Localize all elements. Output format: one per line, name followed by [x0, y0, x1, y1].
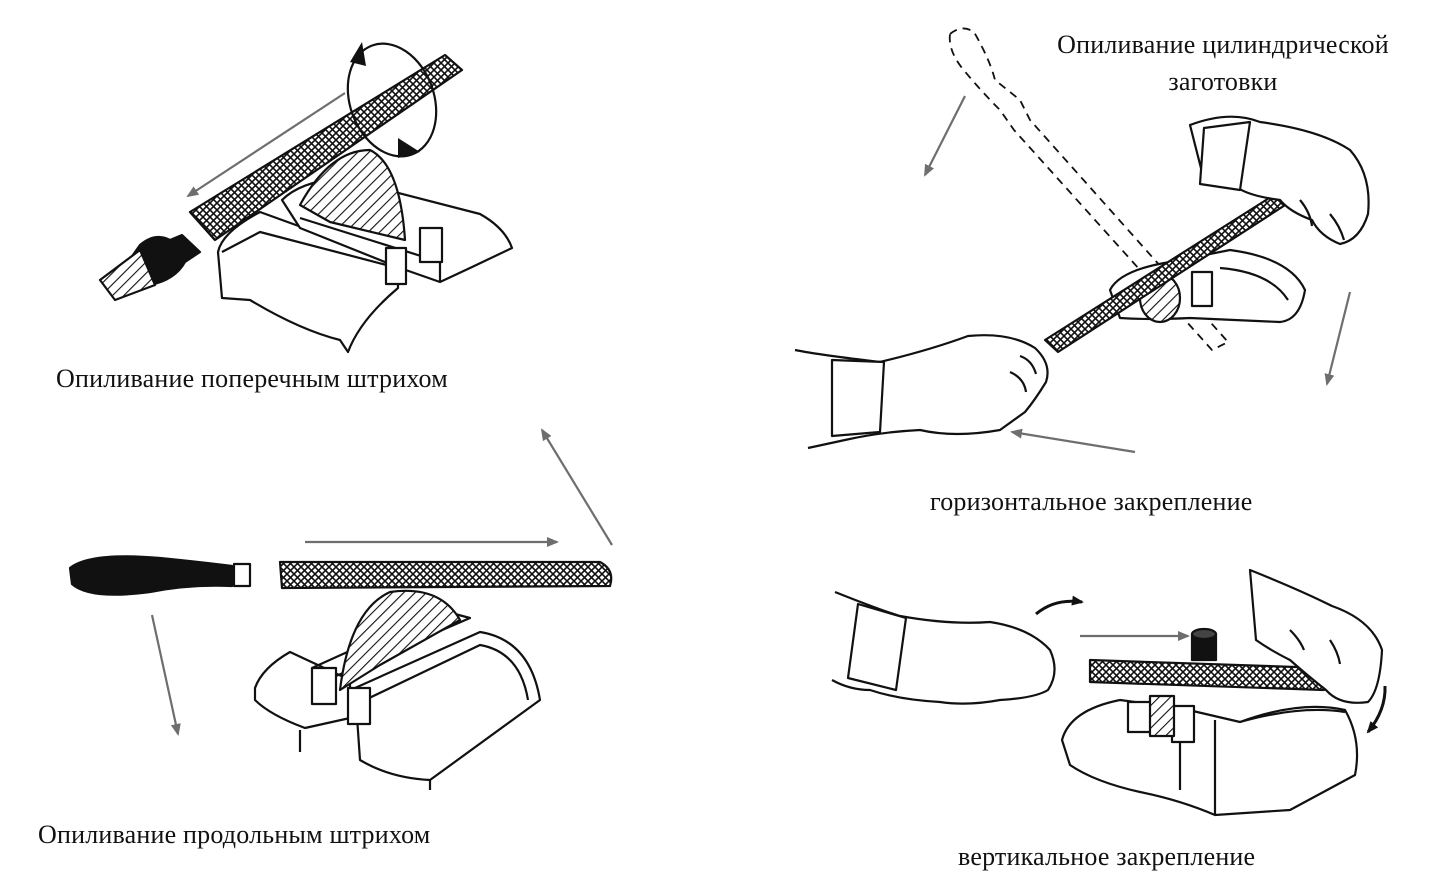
rotation-arrow-head-top — [350, 42, 366, 66]
jaw-insert-e — [1170, 704, 1196, 744]
ghost-file-outline — [948, 27, 1229, 351]
right-hand-4 — [1248, 568, 1384, 704]
vise-body-right — [353, 630, 542, 782]
vise-body-4 — [1060, 698, 1359, 817]
rotation-ring — [346, 42, 438, 158]
workpiece-disc — [298, 148, 407, 242]
horizontal-arrow-left — [1010, 428, 1136, 454]
jaw-insert-d — [1126, 700, 1154, 734]
right-cuff — [1198, 120, 1252, 192]
left-cuff-4 — [846, 602, 908, 692]
cross-stroke-illustration — [98, 42, 514, 354]
vertical-arrow-curve-down — [1366, 685, 1387, 734]
file-handle-2 — [68, 555, 234, 596]
caption-cylindrical-line2: заготовки — [1168, 67, 1278, 96]
caption-vertical-clamp: вертикальное закрепление — [958, 842, 1256, 871]
jaw-insert-b — [346, 686, 372, 726]
workpiece-block — [1148, 694, 1176, 738]
jaw-insert-a — [310, 666, 338, 706]
caption-longitudinal-stroke: Опиливание продольным штрихом — [38, 820, 431, 849]
caption-cylindrical-line1: Опиливание цилиндрической — [1057, 30, 1389, 59]
horizontal-arrow-down-right — [1324, 291, 1352, 386]
caption-cross-stroke: Опиливание поперечным штрихом — [56, 364, 448, 393]
vertical-arrow-curve-up — [1035, 595, 1084, 616]
rotation-arrow-head-bottom — [398, 138, 420, 158]
caption-horizontal-clamp: горизонтальное закрепление — [930, 487, 1253, 516]
longitudinal-arrow-down — [150, 614, 181, 736]
jaw-insert-c — [1190, 270, 1214, 308]
file-blade-2 — [278, 560, 613, 590]
vertical-clamp-illustration — [831, 568, 1384, 817]
horizontal-arrow-down-left — [924, 95, 966, 177]
file-blade-4 — [1088, 658, 1327, 692]
file-ferrule — [232, 562, 252, 588]
jaw-insert-left — [384, 246, 408, 286]
caption-cylindrical: Опиливание цилиндрической заготовки — [1020, 26, 1426, 100]
workpiece-disc-2 — [338, 589, 462, 692]
left-cuff — [830, 358, 886, 438]
cross-stroke-arrow — [186, 92, 346, 198]
longitudinal-stroke-illustration — [68, 555, 613, 790]
jaw-insert-right — [418, 226, 444, 264]
longitudinal-arrow-up — [540, 428, 613, 546]
horizontal-clamp-illustration — [794, 27, 1370, 450]
